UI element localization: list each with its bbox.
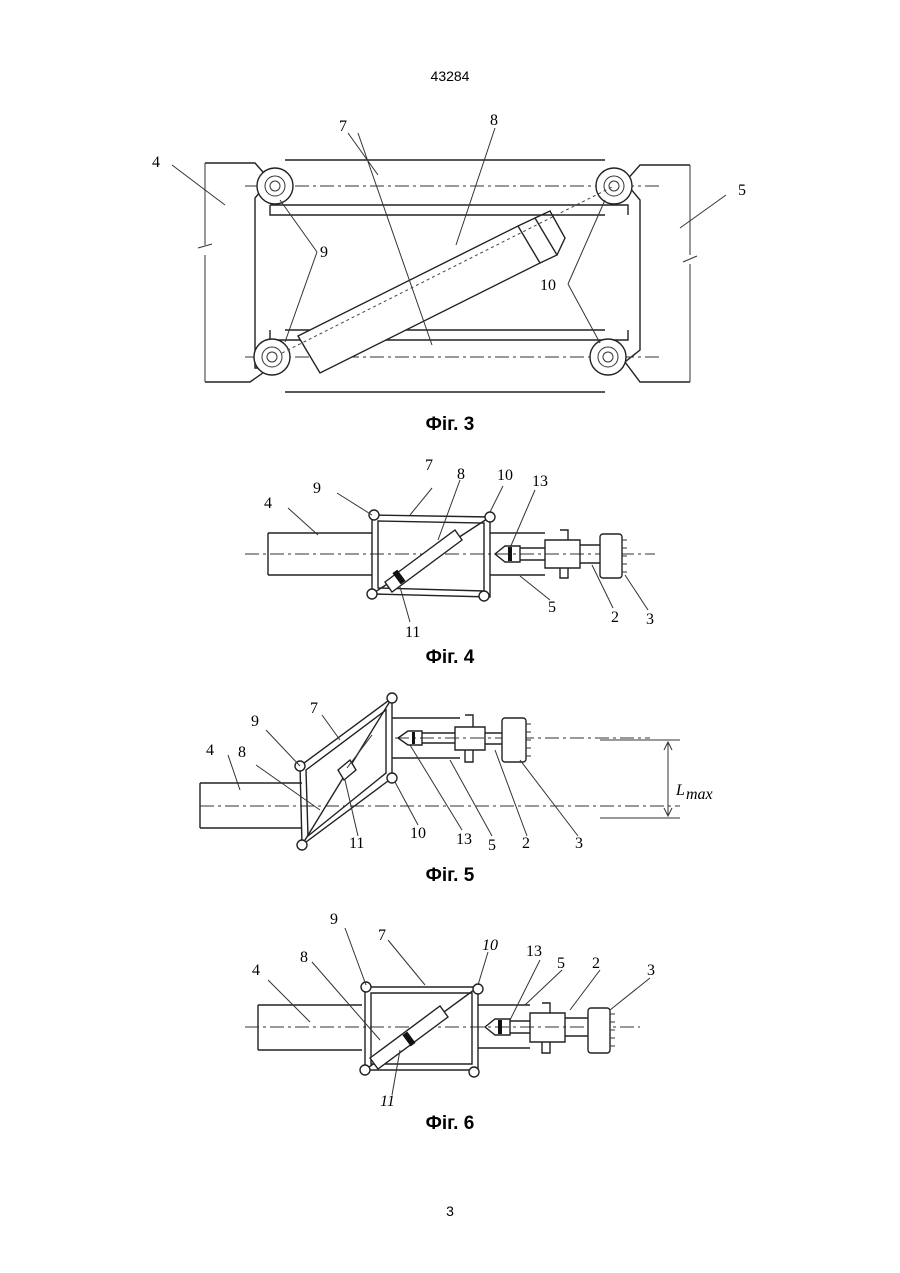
label-8: 8 — [457, 466, 465, 483]
label-10: 10 — [497, 467, 513, 484]
label-10: 10 — [410, 825, 426, 842]
label-11: 11 — [380, 1093, 395, 1110]
label-13: 13 — [526, 943, 542, 960]
hydraulic-cylinder — [282, 186, 614, 373]
figure-4-caption: Фіг. 4 — [0, 647, 900, 669]
label-lmax-subscript: max — [686, 786, 713, 803]
label-4: 4 — [252, 962, 260, 979]
label-9: 9 — [313, 480, 321, 497]
label-5: 5 — [488, 837, 496, 854]
label-11: 11 — [405, 624, 420, 641]
label-7: 7 — [425, 457, 433, 474]
figure-4-drawing: 4 9 7 8 10 13 11 5 2 3 — [0, 455, 900, 645]
label-9: 9 — [330, 911, 338, 928]
label-10: 10 — [482, 937, 498, 954]
label-5: 5 — [557, 955, 565, 972]
label-8: 8 — [300, 949, 308, 966]
pin-bottom-left — [254, 339, 290, 375]
label-13: 13 — [532, 473, 548, 490]
label-5: 5 — [738, 182, 746, 199]
label-8: 8 — [238, 744, 246, 761]
label-13: 13 — [456, 831, 472, 848]
label-7: 7 — [339, 118, 347, 135]
page-number: 3 — [0, 1203, 900, 1219]
cylinder-fig6 — [370, 1006, 448, 1069]
label-7: 7 — [378, 927, 386, 944]
label-5: 5 — [548, 599, 556, 616]
label-11: 11 — [349, 835, 364, 852]
label-9: 9 — [251, 713, 259, 730]
label-4: 4 — [206, 742, 214, 759]
label-8: 8 — [490, 112, 498, 129]
figure-5-drawing: 9 7 4 8 11 10 13 5 2 3 L max — [0, 688, 900, 866]
label-4: 4 — [152, 154, 160, 171]
figure-6-caption: Фіг. 6 — [0, 1113, 900, 1135]
label-9: 9 — [320, 244, 328, 261]
pin-top-left — [257, 168, 293, 204]
label-2: 2 — [592, 955, 600, 972]
label-7: 7 — [310, 700, 318, 717]
label-3: 3 — [647, 962, 655, 979]
label-3: 3 — [575, 835, 583, 852]
pin-top-right — [596, 168, 632, 204]
figure-3-caption: Фіг. 3 — [0, 414, 900, 436]
label-10: 10 — [540, 277, 556, 294]
document-number: 43284 — [0, 68, 900, 84]
pin-bottom-right — [590, 339, 626, 375]
label-4: 4 — [264, 495, 272, 512]
figure-3-drawing: 4 7 8 9 10 5 — [0, 100, 900, 420]
label-2: 2 — [522, 835, 530, 852]
figure-6-drawing: 9 7 10 13 5 2 3 4 8 11 — [0, 905, 900, 1115]
label-3: 3 — [646, 611, 654, 628]
figure-5-caption: Фіг. 5 — [0, 865, 900, 887]
label-lmax: L — [675, 782, 685, 799]
label-2: 2 — [611, 609, 619, 626]
cylinder-fig4 — [385, 530, 462, 592]
